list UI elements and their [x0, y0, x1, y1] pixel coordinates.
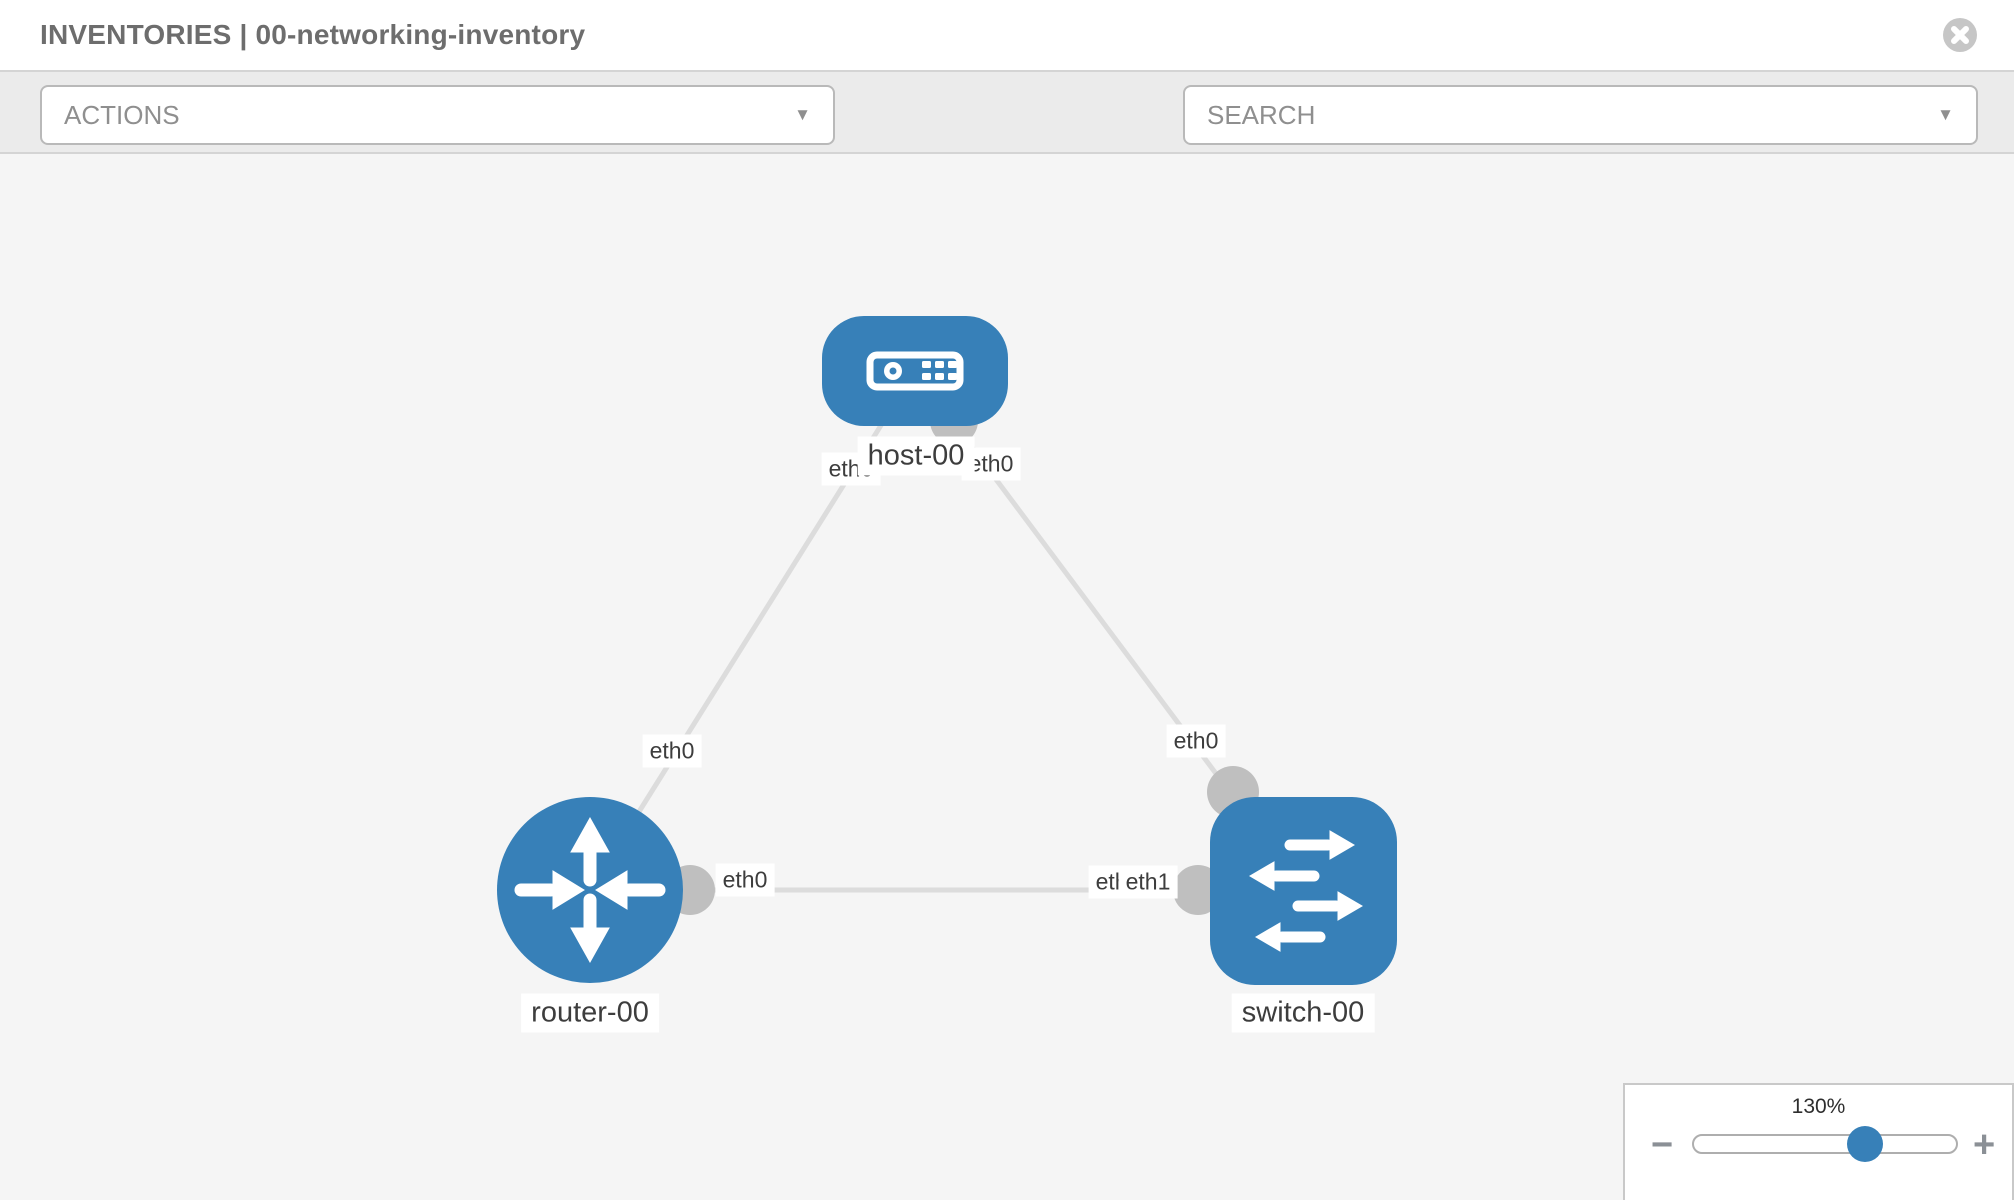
zoom-level-value: 130% [1791, 1095, 1846, 1118]
page-title: INVENTORIES | 00-networking-inventory [40, 19, 586, 50]
node-host-00[interactable] [822, 316, 1008, 426]
chevron-down-icon: ▼ [1937, 105, 1954, 124]
zoom-slider-track[interactable] [1692, 1126, 1958, 1162]
topology-canvas[interactable]: eth0 eth0 eth0 eth0 eth0 eth0 eth1 host-… [0, 154, 2014, 1200]
search-dropdown-label: SEARCH [1207, 100, 1316, 130]
toolbar: ACTIONS ▼ SEARCH ▼ [0, 72, 2014, 206]
search-dropdown[interactable]: SEARCH ▼ [1183, 85, 1978, 145]
zoom-out-button[interactable]: − [1651, 1124, 1674, 1166]
interface-label: eth0 [642, 734, 702, 768]
zoom-panel: 130% − + [1623, 1083, 2014, 1200]
titlebar: INVENTORIES | 00-networking-inventory [0, 0, 2014, 72]
actions-dropdown-label: ACTIONS [64, 100, 180, 130]
actions-dropdown[interactable]: ACTIONS ▼ [40, 85, 835, 145]
node-router-00[interactable] [497, 797, 683, 983]
interface-label: eth0 [1166, 724, 1226, 758]
node-label-router-00: router-00 [521, 993, 659, 1033]
node-label-host-00: host-00 [857, 436, 975, 476]
host-icon [866, 351, 964, 391]
zoom-slider-thumb[interactable] [1847, 1126, 1883, 1162]
router-icon [514, 816, 666, 964]
zoom-in-button[interactable]: + [1973, 1124, 1996, 1166]
close-icon[interactable] [1942, 17, 1978, 53]
switch-icon [1249, 830, 1363, 952]
node-switch-00[interactable] [1210, 797, 1397, 985]
interface-label: eth0 [715, 863, 775, 897]
interface-label: eth1 [1118, 865, 1178, 899]
chevron-down-icon: ▼ [794, 105, 811, 124]
node-label-switch-00: switch-00 [1231, 993, 1375, 1033]
